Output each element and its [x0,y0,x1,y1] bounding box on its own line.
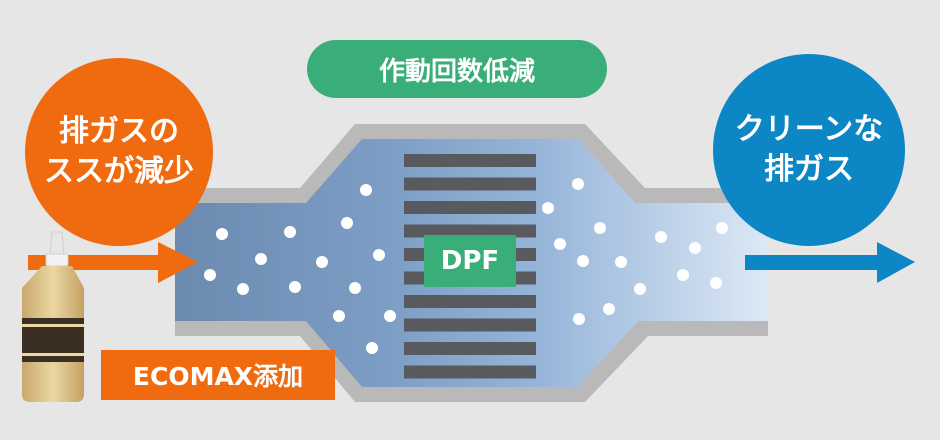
soot-particles [204,178,728,354]
filter-bar [404,201,536,214]
soot-particle-icon [655,231,667,243]
right-circle-line1: クリーンな [734,111,884,147]
soot-particle-icon [284,226,296,238]
left-circle-line2: ススが減少 [44,154,194,189]
soot-particle-icon [572,178,584,190]
filter-bar [404,224,536,238]
filter-bar [404,365,536,379]
soot-particle-icon [316,256,328,268]
soot-particle-icon [573,313,585,325]
soot-particle-icon [366,342,378,354]
filter-bar [404,177,536,191]
soot-particle-icon [289,281,301,293]
soot-particle-icon [360,184,372,196]
filter-bar [404,295,536,308]
filter-bar [404,342,536,355]
left-circle-label: 排ガスの ススが減少 [25,58,213,246]
soot-particle-icon [716,222,728,234]
soot-particle-icon [237,283,249,295]
soot-particle-icon [710,277,722,289]
soot-particle-icon [341,217,353,229]
soot-particle-icon [373,249,385,261]
blue-arrow-icon [745,242,915,283]
soot-particle-icon [349,282,361,294]
soot-particle-icon [333,310,345,322]
soot-particle-icon [216,228,228,240]
additive-bottle-icon [22,231,84,402]
left-circle-line1: 排ガスの [59,113,179,149]
soot-particle-icon [554,238,566,250]
soot-particle-icon [689,242,701,254]
soot-particle-icon [204,269,216,281]
right-circle-line2: 排ガス [764,152,854,187]
soot-particle-icon [634,283,646,295]
filter-bar [404,154,536,167]
dpf-label: DPF [424,235,516,287]
filter-bar [404,318,536,332]
top-label: 作動回数低減 [307,40,607,98]
soot-particle-icon [255,253,267,265]
soot-particle-icon [615,256,627,268]
additive-label: ECOMAX添加 [101,350,335,400]
soot-particle-icon [577,255,589,267]
soot-particle-icon [677,269,689,281]
soot-particle-icon [542,202,554,214]
right-circle-label: クリーンな 排ガス [713,54,905,246]
soot-particle-icon [594,222,606,234]
soot-particle-icon [603,303,615,315]
soot-particle-icon [384,310,396,322]
